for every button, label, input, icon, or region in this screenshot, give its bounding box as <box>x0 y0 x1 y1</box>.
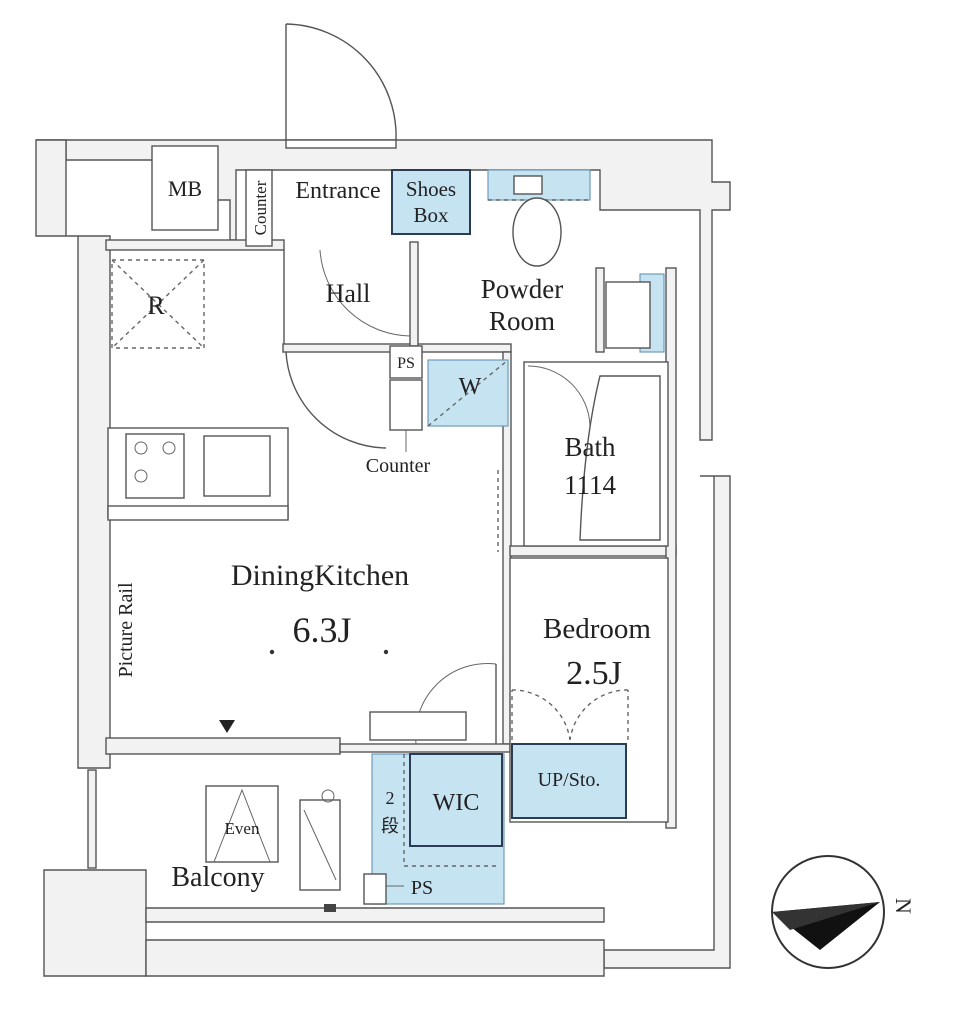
bath-label: Bath <box>565 432 616 462</box>
washer-space: W <box>427 359 509 427</box>
compass-direction-label: N <box>891 898 916 914</box>
counter-label: Counter <box>366 455 431 477</box>
mb-label: MB <box>168 176 202 201</box>
meter-box: MB <box>151 145 219 231</box>
kitchen-counter <box>107 427 289 521</box>
washer-label: W <box>459 374 482 400</box>
wic-label: WIC <box>433 790 480 816</box>
sink-kitchen-icon <box>203 435 271 497</box>
balcony: Even Balcony <box>171 785 341 912</box>
north-arrow-icon: N <box>771 855 916 969</box>
refrigerator-label: R <box>147 291 165 320</box>
stove-icon <box>125 433 185 499</box>
counter-vertical-label: Counter <box>251 180 270 235</box>
powder-room: Powder Room <box>481 169 665 353</box>
hall-label: Hall <box>326 279 371 308</box>
up-sto-label: UP/Sto. <box>538 769 601 791</box>
outer-walls <box>35 139 731 977</box>
entrance-counter: Counter <box>245 169 273 247</box>
entrance-door <box>285 23 397 149</box>
even-label: Even <box>225 819 260 838</box>
step-label-1: 2 <box>386 788 395 808</box>
entrance-label: Entrance <box>295 178 380 204</box>
sink-icon <box>605 281 651 349</box>
ps-top-label: PS <box>397 355 415 372</box>
bedroom: Bedroom 2.5J UP/Sto. <box>415 557 669 823</box>
step-label-2: 段 <box>381 816 399 836</box>
bath-size-label: 1114 <box>564 470 616 500</box>
bedroom-label: Bedroom <box>543 613 651 645</box>
walk-in-closet: WIC 2 段 PS <box>363 711 505 905</box>
ps-bottom-label: PS <box>411 877 433 899</box>
counter-small: Counter <box>366 379 431 477</box>
balcony-label: Balcony <box>171 862 264 893</box>
dining-kitchen-size-label: 6.3J <box>292 610 351 650</box>
shoes-box: Shoes Box <box>391 169 471 235</box>
shoes-box-label-1: Shoes <box>406 177 456 201</box>
picture-rail-label: Picture Rail <box>115 582 137 677</box>
bathroom: Bath 1114 <box>523 361 669 547</box>
refrigerator-space: R <box>111 259 205 349</box>
hall-room: Hall <box>283 249 411 344</box>
powder-room-label-2: Room <box>489 306 555 336</box>
toilet-tank-icon <box>513 175 543 195</box>
hall-door-swing <box>285 351 387 449</box>
pipe-shaft-top: PS <box>389 345 423 379</box>
dining-kitchen-room: DiningKitchen 6.3J Picture Rail <box>115 470 499 733</box>
arrow-down-icon <box>219 720 235 733</box>
bedroom-size-label: 2.5J <box>566 655 622 692</box>
toilet-icon <box>512 197 562 267</box>
shoes-box-label-2: Box <box>413 203 449 227</box>
dining-kitchen-label: DiningKitchen <box>231 559 409 592</box>
powder-room-label-1: Powder <box>481 274 564 304</box>
